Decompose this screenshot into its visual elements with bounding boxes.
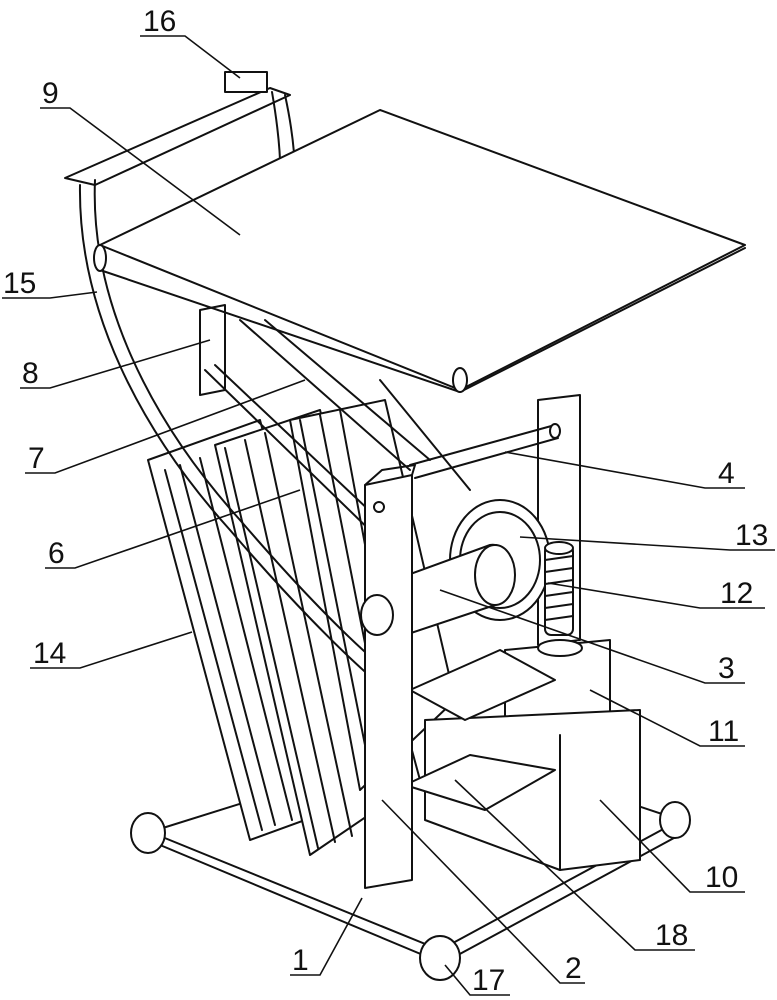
label-12: 12 — [720, 577, 753, 610]
labels: 16 9 15 8 7 6 14 4 13 12 3 11 10 18 2 17… — [3, 5, 768, 997]
plates — [404, 649, 556, 811]
label-16: 16 — [143, 5, 176, 38]
motor-box — [424, 639, 641, 871]
label-18: 18 — [655, 919, 688, 952]
label-6: 6 — [48, 537, 65, 570]
label-7: 7 — [28, 442, 45, 475]
handle-block — [224, 71, 268, 93]
label-13: 13 — [735, 519, 768, 552]
label-10: 10 — [705, 861, 738, 894]
label-17: 17 — [472, 964, 505, 997]
label-14: 14 — [33, 637, 66, 670]
support-and-rods — [199, 304, 471, 541]
label-15: 15 — [3, 267, 36, 300]
base-frame — [149, 759, 686, 963]
label-1: 1 — [292, 944, 309, 977]
front-post — [360, 464, 416, 889]
label-2: 2 — [565, 952, 582, 985]
label-4: 4 — [718, 457, 735, 490]
table-top — [93, 109, 746, 393]
worm-screw — [544, 541, 574, 636]
label-9: 9 — [42, 77, 59, 110]
label-8: 8 — [22, 357, 39, 390]
label-11: 11 — [708, 715, 739, 748]
wheels — [130, 801, 691, 981]
label-3: 3 — [718, 652, 735, 685]
leader-lines — [2, 35, 775, 996]
